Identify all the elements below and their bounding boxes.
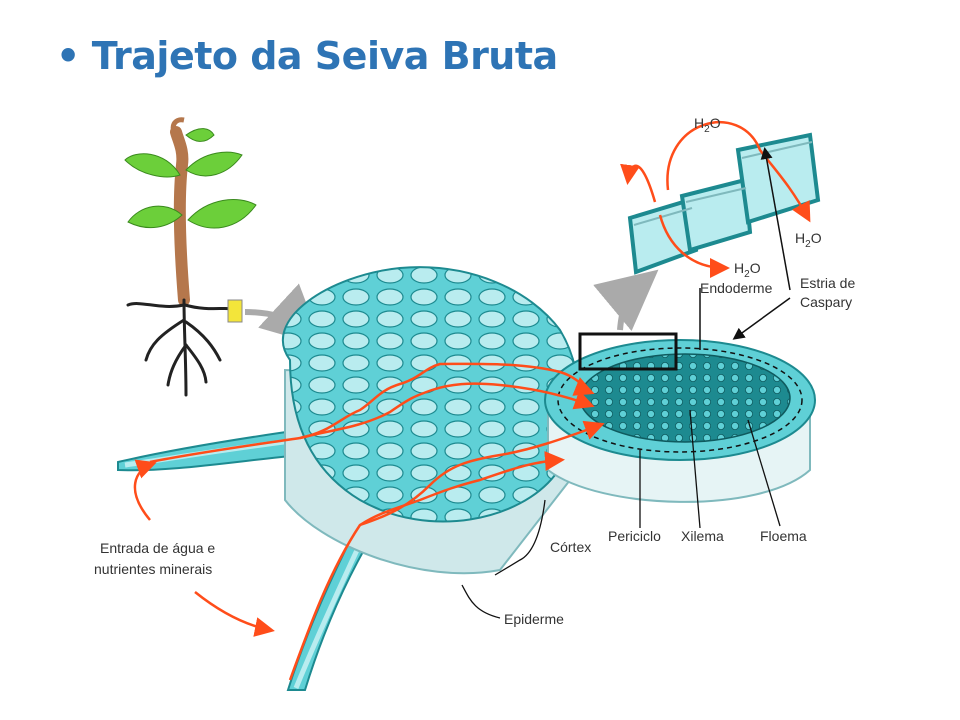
label-endoderme: Endoderme <box>700 280 773 296</box>
slide-title: •Trajeto da Seiva Bruta <box>56 34 558 78</box>
label-epiderme: Epiderme <box>504 611 564 627</box>
h2o-label-top: H2O <box>694 115 721 135</box>
label-entrada-line1: Entrada de água e <box>100 540 215 556</box>
label-floema: Floema <box>760 528 807 544</box>
cortex-block <box>282 266 580 575</box>
cortex-bracket <box>494 499 546 576</box>
title-text: Trajeto da Seiva Bruta <box>91 34 558 78</box>
caspary-pointers <box>699 147 791 350</box>
label-estria-line2: Caspary <box>800 294 852 310</box>
h2o-label-right: H2O <box>795 230 822 250</box>
inset-pointer-arrow <box>593 269 659 332</box>
entrada-arrow-lower <box>194 591 275 637</box>
inset-water-arrows <box>620 121 811 278</box>
label-estria-line1: Estria de <box>800 275 855 291</box>
endodermis-inset <box>627 132 821 275</box>
epiderme-pointer <box>461 584 501 619</box>
label-entrada-line2: nutrientes minerais <box>94 561 212 577</box>
label-cortex: Córtex <box>550 539 591 555</box>
floema-pointer <box>747 419 781 527</box>
entrada-arrow-upper <box>133 459 157 521</box>
plant-illustration <box>124 117 323 397</box>
title-bullet: • <box>56 34 80 78</box>
label-xilema: Xilema <box>681 528 724 544</box>
label-periciclo: Periciclo <box>608 528 661 544</box>
water-path-arrows <box>149 362 605 681</box>
h2o-label-bottom: H2O <box>734 260 761 280</box>
vascular-cylinder <box>544 339 816 503</box>
inset-highlight-box <box>578 332 678 371</box>
xilema-pointer <box>689 409 701 529</box>
